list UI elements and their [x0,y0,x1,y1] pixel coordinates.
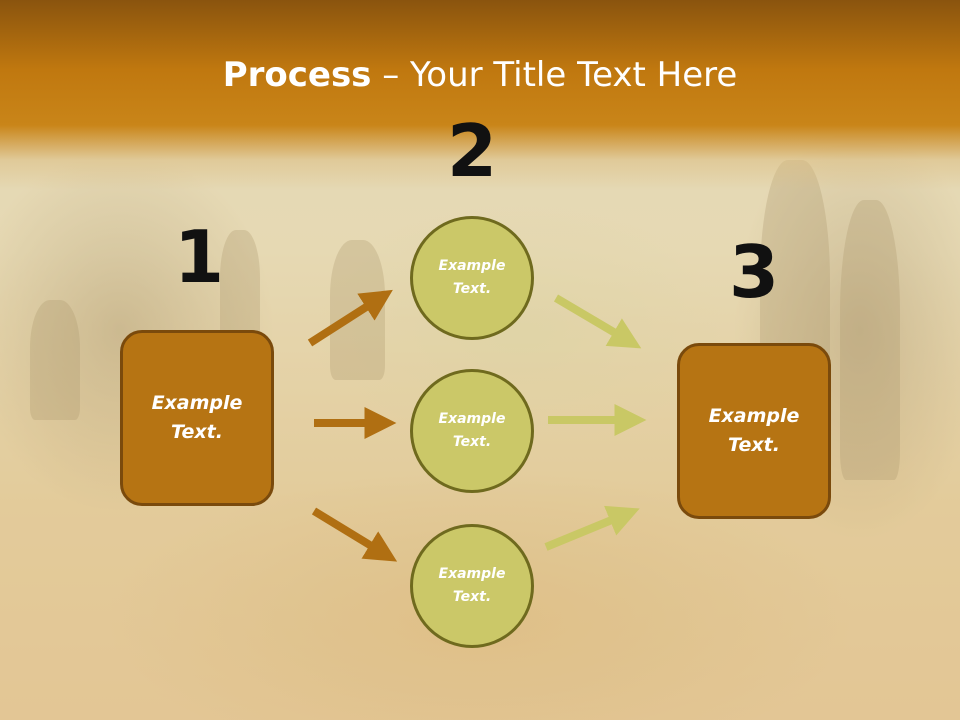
arrow-1-to-2-bottom [311,507,398,562]
arrow-1-to-2-top [307,289,393,347]
step-2-circle-1-text: Example Text. [438,258,506,297]
step-3-text: Example Text. [708,405,800,456]
step-1-box[interactable]: Example Text. [120,330,274,506]
step-3-box[interactable]: Example Text. [677,343,831,519]
step-1-text: Example Text. [151,392,243,443]
header-band [0,0,960,190]
step-2-circle-2[interactable]: Example Text. [410,369,534,493]
arrow-2-to-3-top [553,294,642,349]
step-2-circle-3[interactable]: Example Text. [410,524,534,648]
title-strong: Process [222,55,372,95]
step-2-circle-1[interactable]: Example Text. [410,216,534,340]
arrow-2-to-3-bottom [544,505,640,551]
step-1-number[interactable]: 1 [173,215,225,299]
step-2-circle-2-text: Example Text. [438,411,506,450]
step-3-number[interactable]: 3 [728,230,780,314]
step-2-number[interactable]: 2 [446,109,498,193]
title-rest: – Your Title Text Here [371,55,738,95]
step-2-circle-3-text: Example Text. [438,566,506,605]
slide-title[interactable]: Process – Your Title Text Here [0,54,960,96]
